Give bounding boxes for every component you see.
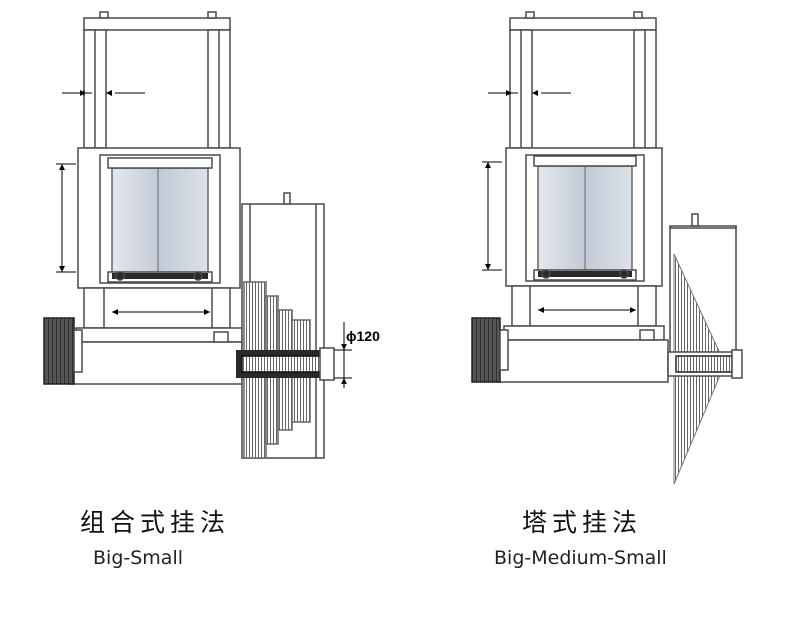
diameter-label: ϕ120: [346, 328, 380, 344]
left-machine: [43, 11, 352, 459]
left-title-en: Big-Small: [93, 547, 183, 569]
right-machine: [471, 11, 743, 485]
left-title-cn: 组合式挂法: [80, 508, 231, 537]
right-title-cn: 塔式挂法: [522, 508, 643, 537]
right-title-en: Big-Medium-Small: [494, 547, 667, 569]
diagram-canvas: ϕ120: [43, 11, 743, 485]
